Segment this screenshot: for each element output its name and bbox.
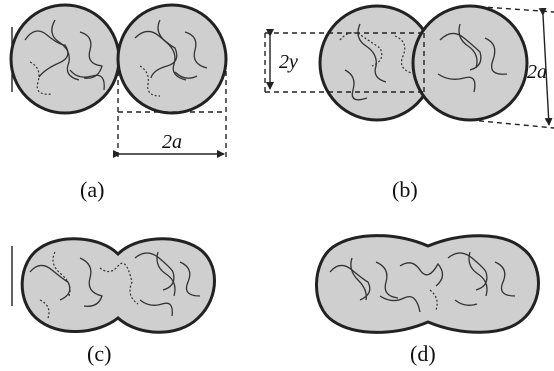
particle-right <box>116 3 228 115</box>
panel-b: 2y 2a (b) <box>264 4 554 202</box>
coalesced-particle-c <box>20 237 216 334</box>
panel-d: (d) <box>315 234 540 366</box>
polymer-chains-a <box>24 19 208 97</box>
dim-label-2a-side: 2a <box>527 61 547 83</box>
panel-c: (c) <box>11 237 216 366</box>
panel-label-b: (b) <box>392 177 418 202</box>
dim-label-2y: 2y <box>279 51 298 73</box>
panel-label-d: (d) <box>410 341 436 366</box>
dim-arrow-2a-side <box>538 7 553 126</box>
polymer-chains-c <box>29 251 201 319</box>
side-guide-bottom <box>469 119 554 129</box>
panel-a: 2a (a) <box>9 3 228 202</box>
panel-label-a: (a) <box>80 177 104 202</box>
polymer-chains-d <box>329 251 516 313</box>
dim-label-2a: 2a <box>162 131 182 153</box>
particle-right <box>411 4 529 122</box>
coalesced-particle-d <box>315 234 540 334</box>
panel-label-c: (c) <box>87 341 111 366</box>
